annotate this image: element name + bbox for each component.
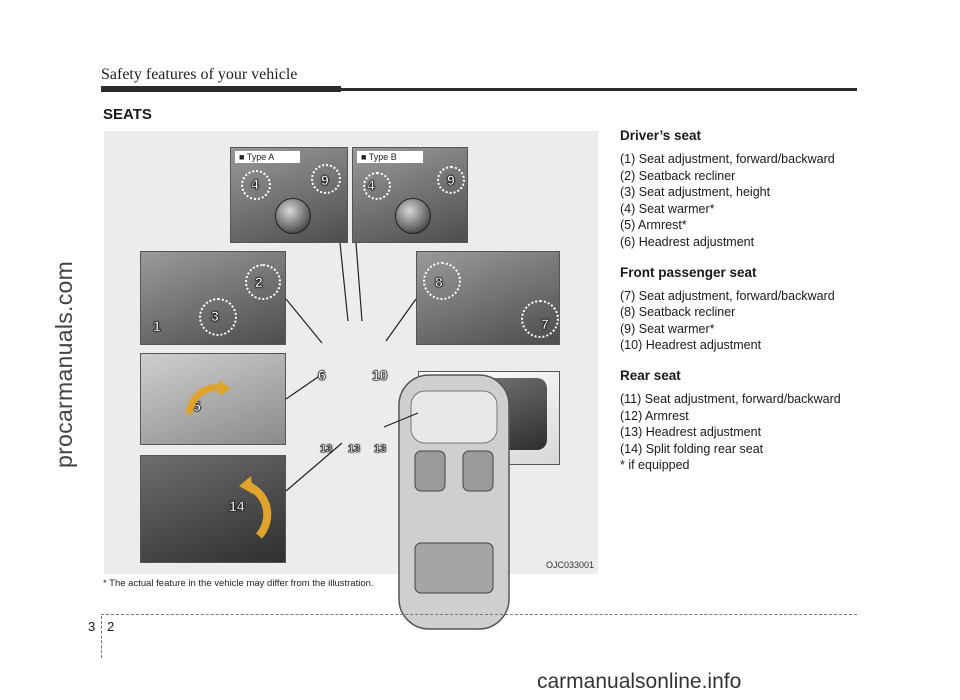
rear-seat-list: (11) Seat adjustment, forward/backward (… [620,391,890,474]
seat-descriptions: Driver’s seat (1) Seat adjustment, forwa… [620,128,890,488]
figure-footnote: * The actual feature in the vehicle may … [103,578,374,589]
list-item: (11) Seat adjustment, forward/backward [620,391,841,406]
callout-ring [437,166,465,194]
front-passenger-seat-list: (7) Seat adjustment, forward/backward (8… [620,288,890,354]
callout-13: 13 [320,443,333,456]
footer-rule [101,614,857,615]
list-item: * if equipped [620,458,690,473]
panel-armrest: 5 [140,353,286,445]
list-item: (12) Armrest [620,408,689,423]
page-number: 2 [107,619,115,634]
drivers-seat-title: Driver’s seat [620,128,702,143]
control-knob-icon [275,198,311,234]
seats-illustration: ■ Type A 4 9 ■ Type B 4 9 2 3 1 8 7 5 [104,131,598,630]
list-item: (7) Seat adjustment, forward/backward [620,288,835,303]
list-item: (13) Headrest adjustment [620,425,762,440]
callout-ring [423,262,461,300]
callout-1: 1 [153,318,161,335]
car-overhead-icon [398,374,510,630]
type-b-label: ■ Type B [357,151,423,163]
type-a-label: ■ Type A [235,151,301,163]
page-header-title: Safety features of your vehicle [101,66,298,83]
callout-ring [363,172,391,200]
header-rule [101,88,857,91]
callout-3: 3 [211,308,219,325]
list-item: (8) Seatback recliner [620,305,736,320]
callout-9: 9 [447,172,455,189]
list-item: (3) Seat adjustment, height [620,185,771,200]
callout-13: 13 [348,443,361,456]
panel-type-b: ■ Type B 4 9 [352,147,468,243]
drivers-seat-list: (1) Seat adjustment, forward/backward (2… [620,151,890,251]
curved-arrow-icon [239,476,272,539]
callout-14: 14 [229,498,245,515]
callout-10: 10 [372,367,388,384]
list-item: (4) Seat warmer* [620,201,715,216]
callout-ring [199,298,237,336]
watermark-side[interactable]: procarmanuals.com [51,260,77,468]
callout-2: 2 [255,274,263,291]
panel-passenger-seat: 8 7 [416,251,560,345]
callout-ring [311,164,341,194]
page-chapter: 3 [88,619,96,634]
section-heading: SEATS [103,106,152,123]
list-item: (9) Seat warmer* [620,321,715,336]
panel-type-a: ■ Type A 4 9 [230,147,348,243]
curved-arrow-icon [185,380,231,415]
callout-8: 8 [435,274,443,291]
control-knob-icon [395,198,431,234]
callout-4: 4 [367,177,375,194]
list-item: (6) Headrest adjustment [620,234,755,249]
list-item: (2) Seatback recliner [620,168,736,183]
callout-6: 6 [318,367,326,384]
callout-ring [241,170,271,200]
rear-seat-title: Rear seat [620,367,681,383]
panel-split-folding: 14 [140,455,286,563]
callout-13: 13 [374,443,387,456]
callout-4: 4 [251,176,259,193]
callout-7: 7 [541,316,549,333]
list-item: (5) Armrest* [620,218,687,233]
footer-divider [101,616,102,658]
panel-driver-seat: 2 3 1 [140,251,286,345]
callout-ring [245,264,281,300]
watermark-bottom[interactable]: carmanualsonline.info [537,670,742,693]
list-item: (14) Split folding rear seat [620,441,764,456]
figure-code: OJC033001 [545,560,594,570]
callout-9: 9 [321,172,329,189]
front-passenger-seat-title: Front passenger seat [620,264,757,280]
list-item: (10) Headrest adjustment [620,338,762,353]
callout-5: 5 [193,398,201,415]
callout-ring [521,300,559,338]
list-item: (1) Seat adjustment, forward/backward [620,152,835,166]
